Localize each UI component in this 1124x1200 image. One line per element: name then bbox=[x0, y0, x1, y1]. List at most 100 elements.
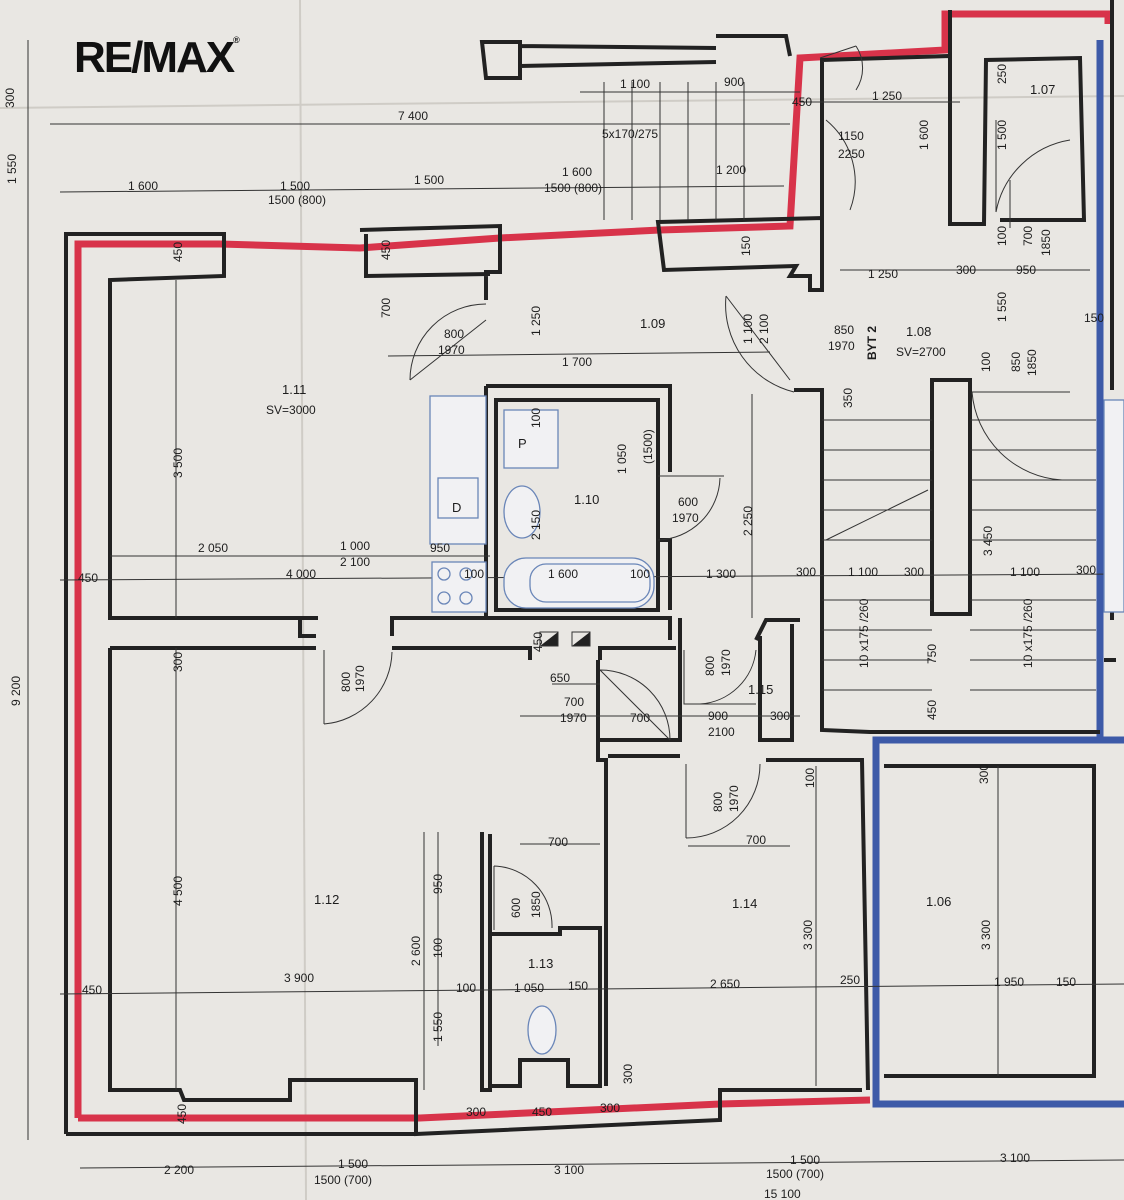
dim-label: 450 bbox=[82, 983, 102, 997]
dim-label: 950 bbox=[431, 874, 445, 894]
dim-label: 100 bbox=[464, 567, 484, 581]
dim-label: 450 bbox=[175, 1104, 189, 1124]
dim-label: 1970 bbox=[727, 785, 741, 812]
dim-label: 450 bbox=[792, 95, 812, 109]
unit-label: BYT 2 bbox=[865, 326, 879, 360]
room-label-1-12: 1.12 bbox=[314, 892, 339, 907]
dim-label: 700 bbox=[379, 298, 393, 318]
dim-label: 850 bbox=[1009, 352, 1023, 372]
room-label-1-11: 1.11 bbox=[282, 382, 306, 397]
dim-label: 1 500 bbox=[995, 120, 1009, 150]
dim-label: 1500 (800) bbox=[268, 193, 326, 207]
dim-label: 900 bbox=[708, 709, 728, 723]
kitchen-counter bbox=[429, 395, 487, 545]
dim-label: 100 bbox=[630, 567, 650, 581]
dim-label: 1 100 bbox=[848, 565, 878, 579]
dim-label: 2 050 bbox=[198, 541, 228, 555]
dim-label: 1850 bbox=[529, 891, 543, 918]
dim-label: 150 bbox=[739, 236, 753, 256]
dim-label: 300 bbox=[904, 565, 924, 579]
dim-label: 1 950 bbox=[994, 975, 1024, 989]
dim-label: 1 250 bbox=[529, 306, 543, 336]
dim-label: 150 bbox=[568, 979, 588, 993]
dim-label: 3 900 bbox=[284, 971, 314, 985]
dim-label: 1970 bbox=[353, 665, 367, 692]
paper-fold bbox=[299, 0, 307, 1200]
room-sv-1-11: SV=3000 bbox=[266, 403, 316, 417]
dim-label: 300 bbox=[3, 88, 17, 108]
dim-label: 3 100 bbox=[554, 1163, 584, 1177]
stair-left-label: 10 x175 /260 bbox=[857, 598, 871, 668]
dim-label: 1970 bbox=[560, 711, 587, 725]
dim-label: 1 050 bbox=[615, 444, 629, 474]
dim-label: 3 500 bbox=[171, 448, 185, 478]
dim-label: 100 bbox=[803, 768, 817, 788]
dim-label: 1 000 bbox=[340, 539, 370, 553]
dim-label: 2100 bbox=[708, 725, 735, 739]
stair-top bbox=[603, 82, 745, 220]
room-label-1-06: 1.06 bbox=[926, 894, 951, 909]
dim-label: 800 bbox=[703, 656, 717, 676]
room-label-1-09: 1.09 bbox=[640, 316, 665, 331]
dim-label: 950 bbox=[430, 541, 450, 555]
dim-label: 1 100 bbox=[1010, 565, 1040, 579]
dim-label: 700 bbox=[564, 695, 584, 709]
dim-label: 1150 bbox=[838, 129, 864, 143]
dim-label: 300 bbox=[171, 652, 185, 672]
dim-label: 700 bbox=[1021, 226, 1035, 246]
dim-label: 450 bbox=[925, 700, 939, 720]
dim-label: 450 bbox=[379, 240, 393, 260]
dim-label: 2 150 bbox=[529, 510, 543, 540]
dim-label: 700 bbox=[548, 835, 568, 849]
dim-label: 300 bbox=[770, 709, 790, 723]
dim-label: 350 bbox=[841, 388, 855, 408]
dim-label: 600 bbox=[678, 495, 698, 509]
boiler-unit bbox=[503, 409, 559, 469]
dim-label: 1 700 bbox=[562, 355, 592, 369]
dim-label: 1970 bbox=[828, 339, 855, 353]
dim-label: 1 600 bbox=[548, 567, 578, 581]
dimension-labels-vertical: 300 1 550 9 200 1 600 250 1 500 100 700 … bbox=[3, 64, 1053, 1124]
room-label-1-07: 1.07 bbox=[1030, 82, 1055, 97]
dim-label: 1 550 bbox=[995, 292, 1009, 322]
dim-label: 1 100 bbox=[741, 314, 755, 344]
dim-label: 1970 bbox=[438, 343, 465, 357]
dim-label: 300 bbox=[796, 565, 816, 579]
dim-label: 800 bbox=[444, 327, 464, 341]
room-labels: 1.11 SV=3000 1.09 1.08 SV=2700 1.07 1.10… bbox=[266, 82, 1055, 971]
room-sv-1-08: SV=2700 bbox=[896, 345, 946, 359]
dim-label: 700 bbox=[746, 833, 766, 847]
walls bbox=[64, 0, 1116, 1137]
dim-label: 1 250 bbox=[872, 89, 902, 103]
dim-label: 100 bbox=[979, 352, 993, 372]
dimension-lines bbox=[27, 40, 1124, 1169]
dim-label: 2 250 bbox=[741, 506, 755, 536]
room-label-1-08: 1.08 bbox=[906, 324, 931, 339]
dim-label: 100 bbox=[431, 938, 445, 958]
dim-label: 1 550 bbox=[431, 1012, 445, 1042]
dim-label: 450 bbox=[78, 571, 98, 585]
paper-fold bbox=[0, 95, 1124, 109]
dim-label: 1500 (700) bbox=[314, 1173, 372, 1187]
dim-label: 300 bbox=[977, 764, 991, 784]
toilet bbox=[527, 1005, 557, 1055]
dim-label: 100 bbox=[456, 981, 476, 995]
washbasin bbox=[503, 485, 541, 539]
dim-label: 300 bbox=[466, 1105, 486, 1119]
party-wall-insulation bbox=[872, 40, 1124, 1108]
dim-label: 800 bbox=[711, 792, 725, 812]
dim-label: 300 bbox=[621, 1064, 635, 1084]
dim-label: 2 100 bbox=[757, 314, 771, 344]
dim-label: 100 bbox=[529, 408, 543, 428]
dim-label: 900 bbox=[724, 75, 744, 89]
dim-label: 750 bbox=[925, 644, 939, 664]
dim-label: 250 bbox=[995, 64, 1009, 84]
dim-label: 1 250 bbox=[868, 267, 898, 281]
dim-label: 600 bbox=[509, 898, 523, 918]
shaft-symbol bbox=[572, 632, 590, 646]
dim-label: 15 100 bbox=[764, 1187, 801, 1200]
neighbor-fixture bbox=[1103, 399, 1124, 613]
dim-label: 950 bbox=[1016, 263, 1036, 277]
stair-right bbox=[970, 419, 1096, 691]
